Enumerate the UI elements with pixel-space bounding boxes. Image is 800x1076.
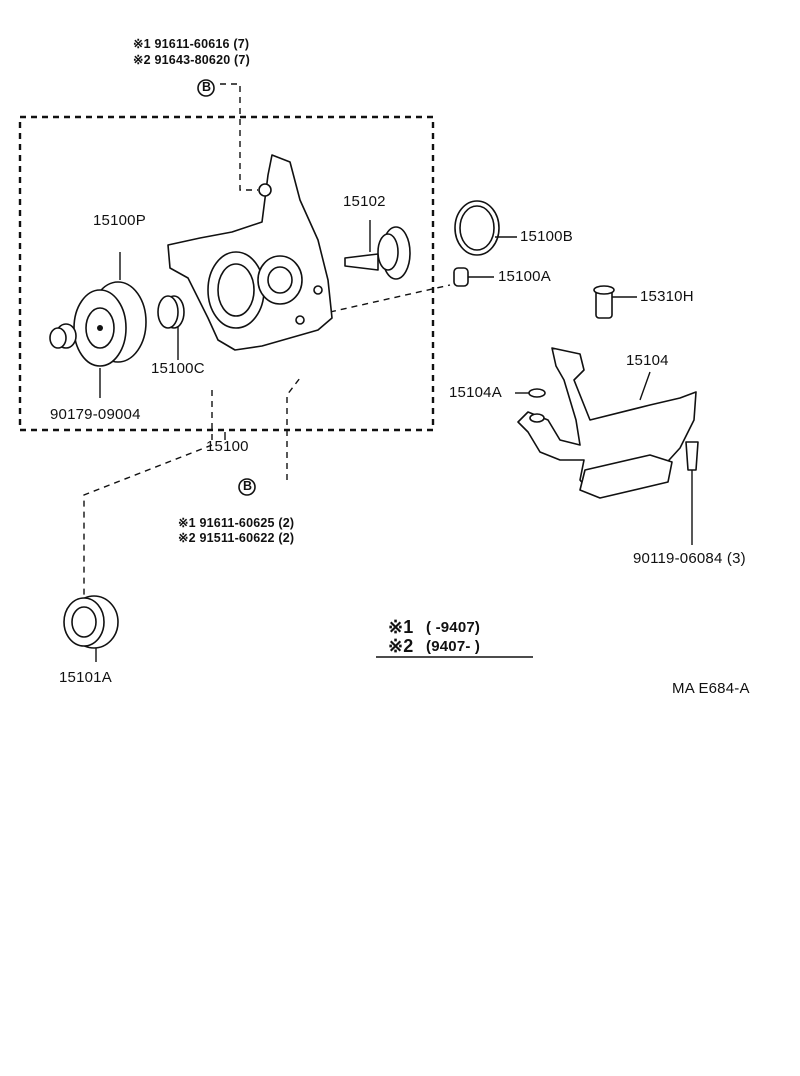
label-15100B: 15100B (520, 228, 573, 245)
label-90179-09004: 90179-09004 (50, 406, 141, 423)
note-1-text: ( -9407) (426, 619, 481, 636)
label-15100A: 15100A (498, 268, 551, 285)
leader-lines (83, 83, 693, 662)
oil-pump-body (167, 154, 333, 351)
note-2-mark: ※2 (388, 636, 414, 656)
bolt-top-line2: ※2 91643-80620 (7) (133, 53, 250, 67)
label-15104: 15104 (626, 352, 669, 369)
bolt-top-line1: ※1 91611-60616 (7) (133, 37, 250, 51)
label-15104A: 15104A (449, 384, 502, 401)
drive-gear (73, 281, 147, 367)
label-15100P: 15100P (93, 212, 146, 229)
seal-15100C (157, 295, 185, 329)
bolt-marker-top-letter: B (202, 80, 212, 94)
note-2-text: (9407- ) (426, 638, 481, 655)
plug-15100A (453, 267, 469, 287)
label-15310H: 15310H (640, 288, 694, 305)
bolt-bottom-line1: ※1 91611-60625 (2) (178, 516, 295, 530)
oil-strainer (517, 347, 697, 499)
bolt-bottom-line2: ※2 91511-60622 (2) (178, 531, 295, 545)
sleeve-15310H (593, 285, 615, 319)
nut (49, 323, 77, 349)
label-15101A: 15101A (59, 669, 112, 686)
bolt-90119 (685, 441, 699, 471)
o-ring (454, 200, 500, 256)
label-15100: 15100 (206, 438, 249, 455)
bolt-marker-bottom (238, 478, 256, 496)
bolt-marker-bottom-letter: B (243, 479, 253, 493)
note-1-mark: ※1 (388, 617, 414, 637)
bolt-marker-top (197, 79, 215, 97)
oil-seal (63, 595, 119, 649)
label-15100C: 15100C (151, 360, 205, 377)
diagram-code: MA E684-A (672, 680, 750, 697)
relief-valve (344, 226, 411, 280)
label-90119-06084: 90119-06084 (3) (633, 550, 746, 567)
label-15102: 15102 (343, 193, 386, 210)
